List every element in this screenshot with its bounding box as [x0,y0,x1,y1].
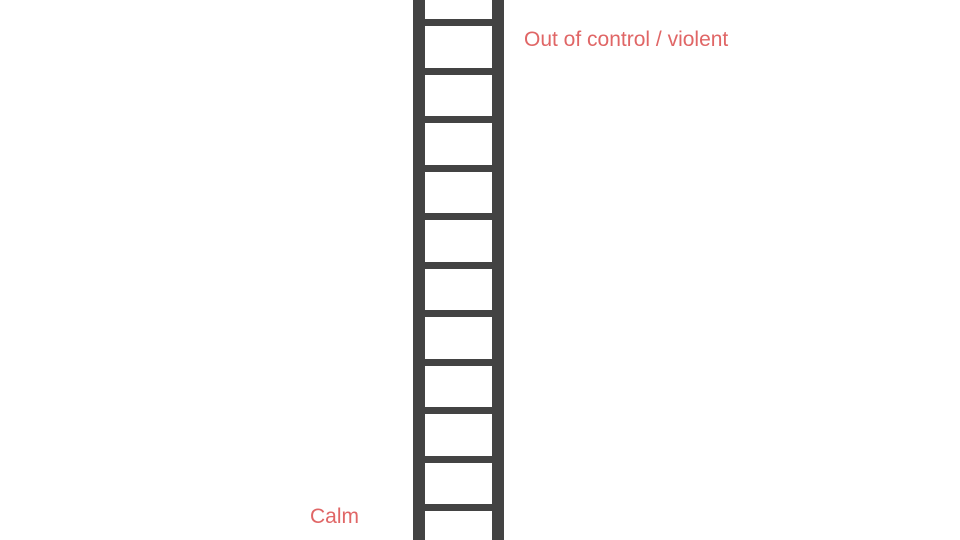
ladder-rung [413,19,504,26]
top-label: Out of control / violent [524,28,729,51]
ladder-rung [413,213,504,220]
ladder-rung [413,504,504,511]
bottom-label: Calm [310,505,360,528]
ladder-rung [413,358,504,366]
ladder-rung [413,407,504,414]
ladder-rung [413,116,504,123]
ladder-rung [413,310,504,317]
ladder-right-rail [492,0,504,540]
ladder-left-rail [413,0,425,540]
ladder-graphic [413,0,504,540]
ladder-rung [413,67,504,75]
ladder-rung [413,455,504,463]
ladder-rung [413,164,504,172]
ladder-rung [413,261,504,269]
